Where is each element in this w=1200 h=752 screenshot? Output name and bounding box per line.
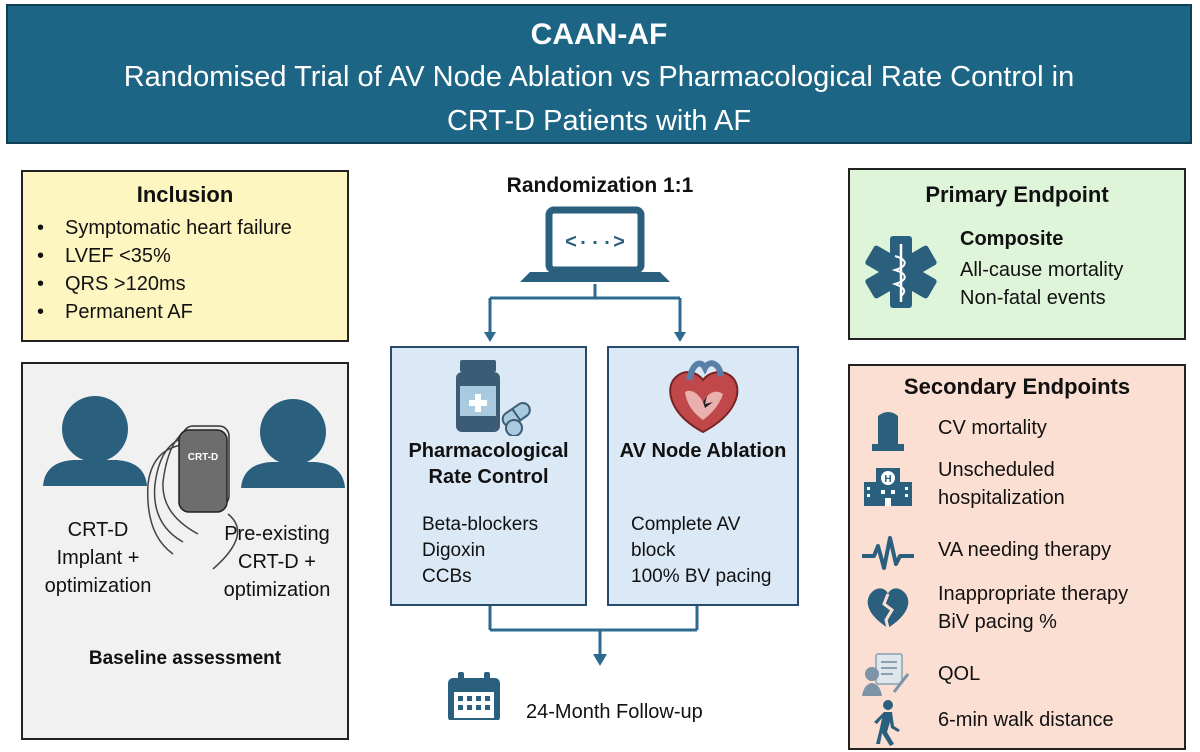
inclusion-title: Inclusion <box>136 182 234 207</box>
caption-line: CRT-D + <box>238 551 316 573</box>
arm-item: Beta-blockers <box>422 514 539 535</box>
arm-item: CCBs <box>422 566 472 587</box>
inclusion-box: Inclusion Symptomatic heart failure LVEF… <box>21 170 349 342</box>
inclusion-item: Permanent AF <box>23 298 347 326</box>
trial-subtitle-line2: CRT-D Patients with AF <box>446 105 752 137</box>
walking-person-icon <box>874 700 900 746</box>
svg-text:<···>: <···> <box>565 232 625 255</box>
tombstone-icon <box>872 412 904 451</box>
primary-item: All-cause mortality <box>960 259 1124 281</box>
calendar-icon <box>448 672 500 720</box>
secondary-item-label: QOL <box>938 663 981 685</box>
secondary-endpoints-title: Secondary Endpoints <box>903 374 1131 399</box>
questionnaire-icon <box>862 653 910 696</box>
primary-endpoint-box: Primary Endpoint Composite All-cause mor… <box>848 168 1186 340</box>
primary-composite-label: Composite <box>960 228 1064 250</box>
caption-new-implant: CRT-D Implant + optimization <box>27 516 169 600</box>
pill-bottle-icon <box>456 360 531 436</box>
primary-endpoint-title: Primary Endpoint <box>925 182 1109 207</box>
secondary-item-line: BiV pacing % <box>938 611 1057 633</box>
inclusion-item: LVEF <35% <box>23 242 347 270</box>
caption-line: Implant + <box>56 547 140 569</box>
crt-d-device-label: CRT-D <box>187 452 219 463</box>
flow-arrows: <···> <box>448 206 699 720</box>
caption-line: CRT-D <box>67 519 129 541</box>
pharmacological-arm-list: Beta-blockers Digoxin CCBs <box>422 512 538 590</box>
arm-item: Complete AV <box>631 514 741 535</box>
randomization-label: Randomization 1:1 <box>506 174 694 197</box>
patient-left-icon <box>43 396 147 486</box>
secondary-item-label: VA needing therapy <box>938 539 1112 561</box>
arm-title-line: Rate Control <box>428 466 549 488</box>
secondary-item-label: Unscheduled hospitalization <box>938 456 1065 512</box>
patient-right-icon <box>241 399 345 488</box>
secondary-item-line: Inappropriate therapy <box>938 583 1129 605</box>
arm-item: block <box>631 540 676 561</box>
pharmacological-arm-title: Pharmacological Rate Control <box>392 438 585 490</box>
heart-anatomy-icon <box>669 360 739 434</box>
caption-line: optimization <box>44 575 152 597</box>
patients-device-illustration <box>43 396 345 570</box>
laptop-icon: <···> <box>520 206 670 282</box>
secondary-item-label: Inappropriate therapy BiV pacing % <box>938 580 1128 636</box>
baseline-box: CRT-D CRT-D Implant + optimization Pre-e… <box>21 362 349 740</box>
trial-subtitle-line1: Randomised Trial of AV Node Ablation vs … <box>123 61 1075 93</box>
pharmacological-arm-box: Pharmacological Rate Control Beta-blocke… <box>390 346 587 606</box>
arm-item: 100% BV pacing <box>631 566 772 587</box>
arm-item: Digoxin <box>422 540 486 561</box>
av-node-ablation-arm-box: AV Node Ablation Complete AV block 100% … <box>607 346 799 606</box>
broken-heart-icon <box>867 588 909 629</box>
hospital-icon: H <box>864 468 912 506</box>
caption-existing-device: Pre-existing CRT-D + optimization <box>203 520 351 604</box>
header-banner: CAAN-AF Randomised Trial of AV Node Abla… <box>6 4 1192 144</box>
secondary-item-line: hospitalization <box>938 487 1065 509</box>
medical-caduceus-icon <box>865 236 937 308</box>
primary-endpoint-list: All-cause mortality Non-fatal events <box>960 256 1123 312</box>
caption-line: optimization <box>223 579 331 601</box>
secondary-item-label: 6-min walk distance <box>938 709 1114 731</box>
av-node-arm-title: AV Node Ablation <box>619 440 787 462</box>
inclusion-item: Symptomatic heart failure <box>23 214 347 242</box>
inclusion-item: QRS >120ms <box>23 270 347 298</box>
inclusion-list: Symptomatic heart failure LVEF <35% QRS … <box>23 214 347 326</box>
trial-title: CAAN-AF <box>530 18 668 51</box>
secondary-item-line: Unscheduled <box>938 459 1055 481</box>
svg-text:H: H <box>884 474 891 485</box>
baseline-assessment-label: Baseline assessment <box>88 648 282 669</box>
secondary-endpoints-box: Secondary Endpoints CV mortality H Unsch… <box>848 364 1186 750</box>
follow-up-label: 24-Month Follow-up <box>526 701 703 723</box>
caption-line: Pre-existing <box>224 523 330 545</box>
arm-title-line: Pharmacological <box>408 440 569 462</box>
primary-item: Non-fatal events <box>960 287 1106 309</box>
secondary-item-label: CV mortality <box>938 417 1047 439</box>
pulse-icon <box>862 536 914 570</box>
av-node-arm-list: Complete AV block 100% BV pacing <box>631 512 772 590</box>
